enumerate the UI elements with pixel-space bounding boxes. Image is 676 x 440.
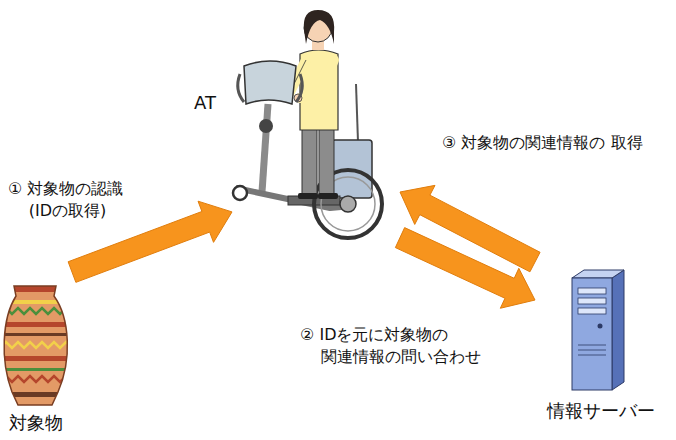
art-stroke [0, 342, 72, 348]
art-stroke [300, 60, 334, 98]
art-stroke [572, 278, 612, 390]
art-stroke [0, 333, 76, 336]
art-stroke [0, 286, 76, 292]
art-stroke [0, 356, 76, 361]
art-stroke [318, 193, 338, 199]
step-label: ① 対象物の認識 (IDの取得) [8, 178, 164, 221]
art-stroke [238, 74, 244, 102]
art-stroke [612, 270, 624, 390]
art-stroke [578, 308, 606, 314]
block-arrow [400, 185, 540, 271]
art-stroke [319, 126, 334, 196]
illustrated-node: 情報サーバー [535, 250, 668, 430]
art-stroke [236, 188, 352, 208]
node-label: AT [194, 92, 216, 114]
art-stroke [298, 193, 318, 199]
art-stroke [0, 392, 76, 397]
art-stroke [578, 288, 606, 294]
step-label: ② IDを元に対象物の 関連情報の問い合わせ [300, 324, 501, 367]
art-stroke [244, 61, 296, 104]
art-stroke [296, 74, 302, 102]
art-stroke [259, 119, 273, 133]
art-stroke [572, 270, 624, 278]
illustrated-node: AT [232, 0, 400, 240]
art-stroke [578, 355, 606, 356]
art-stroke [356, 84, 358, 142]
art-stroke [578, 298, 606, 304]
at-vehicle [233, 10, 382, 238]
art-stroke [578, 345, 606, 346]
art-stroke [0, 376, 72, 382]
art-stroke [304, 10, 334, 44]
art-stroke [233, 186, 247, 200]
vase [0, 286, 76, 405]
art-stroke [340, 196, 356, 212]
step-label: ③ 対象物の関連情報の 取得 [442, 132, 648, 154]
art-stroke [578, 350, 606, 351]
server-tower [572, 270, 624, 390]
art-stroke [262, 104, 268, 192]
art-stroke [4, 286, 67, 405]
art-stroke [302, 126, 317, 196]
node-label: 情報サーバー [547, 400, 655, 422]
art-stroke [598, 324, 603, 329]
art-stroke [0, 286, 76, 397]
illustrated-node: 対象物 [0, 260, 72, 440]
node-label: 対象物 [9, 412, 63, 434]
